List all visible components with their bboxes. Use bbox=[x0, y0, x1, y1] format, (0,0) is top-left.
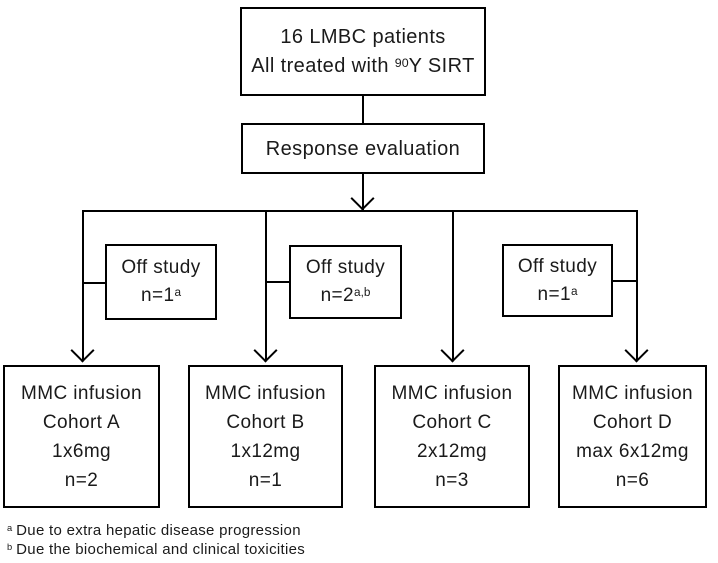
off-study-box-3: Off study n=1a bbox=[502, 244, 613, 317]
off-study-box-2: Off study n=2a,b bbox=[289, 245, 402, 319]
cohort-name: Cohort D bbox=[592, 411, 673, 433]
arrowhead-down-icon bbox=[70, 338, 95, 363]
off-study-box-1: Off study n=1a bbox=[105, 244, 217, 320]
footnote-text: Due the biochemical and clinical toxicit… bbox=[16, 541, 306, 558]
footnote-marker: a,b bbox=[354, 286, 371, 299]
connector-response-to-branch bbox=[362, 174, 364, 210]
footnote-marker: a bbox=[570, 284, 578, 298]
cohort-d-box: MMC infusion Cohort D max 6x12mg n=6 bbox=[558, 365, 707, 508]
cohort-dose: 2x12mg bbox=[417, 440, 487, 462]
cohort-name: Cohort C bbox=[412, 411, 492, 433]
footnote-marker: a bbox=[174, 286, 181, 299]
cohort-name: Cohort B bbox=[226, 411, 305, 433]
cohort-title: MMC infusion bbox=[391, 382, 513, 404]
cohort-title: MMC infusion bbox=[572, 382, 693, 404]
connector-branch-to-cohort-c bbox=[452, 210, 454, 361]
cohort-n-value: n=6 bbox=[615, 469, 650, 491]
cohort-name: Cohort A bbox=[42, 411, 121, 433]
connector-off-study-1 bbox=[83, 282, 106, 284]
cohort-n-value: n=3 bbox=[435, 469, 469, 491]
connector-branch-to-cohort-d bbox=[636, 210, 638, 361]
cohort-title: MMC infusion bbox=[21, 382, 142, 404]
cohort-dose: max 6x12mg bbox=[576, 440, 689, 462]
response-evaluation-label: Response evaluation bbox=[265, 137, 461, 160]
cohort-a-box: MMC infusion Cohort A 1x6mg n=2 bbox=[3, 365, 160, 508]
arrowhead-down-icon bbox=[253, 338, 278, 363]
isotope-superscript: 90 bbox=[394, 55, 409, 70]
off-study-n-value: n=2a,b bbox=[320, 285, 371, 306]
cohort-n-value: n=2 bbox=[64, 469, 99, 491]
connector-branch-to-cohort-b bbox=[265, 210, 267, 361]
patients-count-text: 16 LMBC patients bbox=[280, 25, 446, 48]
arrowhead-down-icon bbox=[350, 186, 375, 211]
connector-off-study-3 bbox=[612, 280, 638, 282]
patients-box: 16 LMBC patients All treated with 90Y SI… bbox=[240, 7, 486, 96]
cohort-dose: 1x6mg bbox=[51, 440, 112, 462]
off-study-n-value: n=1a bbox=[141, 285, 181, 306]
cohort-dose: 1x12mg bbox=[230, 440, 301, 462]
branch-line bbox=[82, 210, 638, 212]
cohort-n-value: n=1 bbox=[248, 469, 283, 491]
cohort-b-box: MMC infusion Cohort B 1x12mg n=1 bbox=[188, 365, 343, 508]
cohort-c-box: MMC infusion Cohort C 2x12mg n=3 bbox=[374, 365, 530, 508]
cohort-title: MMC infusion bbox=[205, 382, 326, 404]
footnote-marker: b bbox=[7, 542, 13, 552]
off-study-label: Off study bbox=[517, 255, 598, 277]
connector-off-study-2 bbox=[266, 281, 290, 283]
off-study-label: Off study bbox=[121, 257, 201, 278]
off-study-label: Off study bbox=[305, 257, 386, 278]
arrowhead-down-icon bbox=[624, 338, 649, 363]
footnote-marker: a bbox=[7, 523, 13, 533]
footnote-text: Due to extra hepatic disease progression bbox=[16, 522, 301, 539]
arrowhead-down-icon bbox=[440, 338, 465, 363]
connector-patients-to-response bbox=[362, 96, 364, 123]
off-study-n-value: n=1a bbox=[537, 283, 578, 305]
connector-branch-to-cohort-a bbox=[82, 210, 84, 361]
response-evaluation-box: Response evaluation bbox=[241, 123, 485, 174]
treatment-text: All treated with 90Y SIRT bbox=[251, 54, 475, 77]
